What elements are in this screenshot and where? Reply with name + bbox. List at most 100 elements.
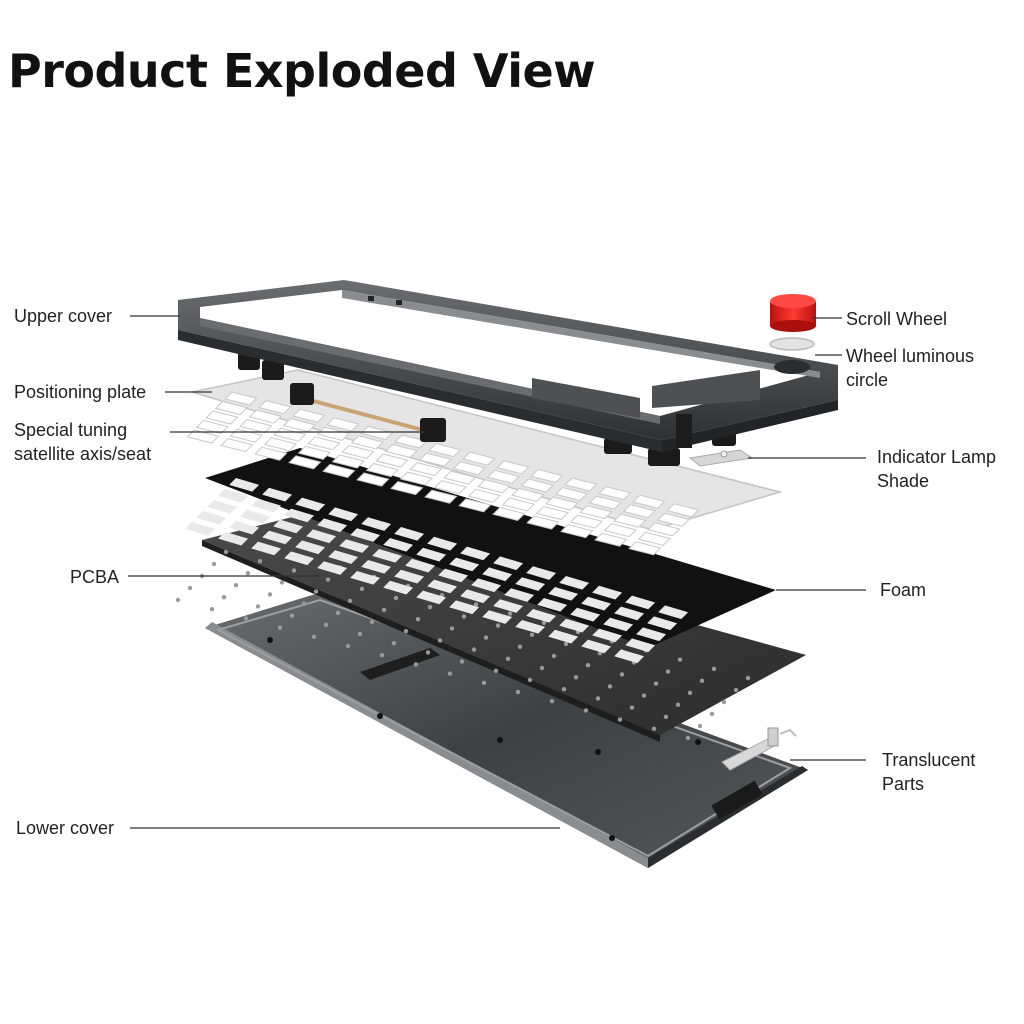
foam-key-hole [196, 511, 226, 525]
pcb-solder-point [392, 641, 396, 645]
pcb-solder-point [608, 684, 612, 688]
scroll-wheel [770, 294, 816, 332]
foam-key-hole [240, 510, 270, 524]
label-wheel-luminous-circle: Wheel luminous circle [846, 344, 974, 392]
label-special-tuning: Special tuning satellite axis/seat [14, 418, 151, 466]
pcb-solder-point [472, 647, 476, 651]
pcb-solder-point [550, 699, 554, 703]
foam-key-hole [185, 522, 215, 536]
label-wheel-luminous-line1: Wheel luminous [846, 344, 974, 368]
pcb-solder-point [278, 625, 282, 629]
pcb-solder-point [540, 666, 544, 670]
pcb-solder-point [664, 715, 668, 719]
pcb-solder-point [380, 653, 384, 657]
pcb-solder-point [700, 679, 704, 683]
pcb-solder-point [666, 669, 670, 673]
label-scroll-wheel: Scroll Wheel [846, 307, 947, 331]
pcb-solder-point [574, 675, 578, 679]
foam-key-hole [207, 500, 237, 514]
pcb-solder-point [404, 629, 408, 633]
pcb-solder-point [292, 568, 296, 572]
pcb-solder-point [698, 724, 702, 728]
pcb-solder-point [428, 605, 432, 609]
pcb-solder-point [460, 659, 464, 663]
pcb-solder-point [302, 601, 306, 605]
pcb-solder-point [508, 611, 512, 615]
pcb-solder-point [234, 583, 238, 587]
label-indicator-line2: Shade [877, 469, 996, 493]
pcb-solder-point [642, 693, 646, 697]
label-special-tuning-line1: Special tuning [14, 418, 151, 442]
pcb-solder-point [224, 550, 228, 554]
pcb-solder-point [382, 608, 386, 612]
pcb-solder-point [484, 635, 488, 639]
pcb-solder-point [678, 657, 682, 661]
pcb-solder-point [324, 623, 328, 627]
label-translucent-line1: Translucent [882, 748, 975, 772]
pcb-solder-point [710, 712, 714, 716]
label-foam: Foam [880, 578, 926, 602]
pcb-solder-point [506, 657, 510, 661]
pcb-solder-point [734, 688, 738, 692]
pcb-solder-point [280, 580, 284, 584]
pcb-solder-point [176, 598, 180, 602]
label-translucent-parts: Translucent Parts [882, 748, 975, 796]
pcb-solder-point [482, 681, 486, 685]
pcb-solder-point [268, 592, 272, 596]
pcb-solder-point [326, 577, 330, 581]
wheel-luminous-circle [770, 338, 814, 350]
label-special-tuning-line2: satellite axis/seat [14, 442, 151, 466]
label-pcba: PCBA [70, 565, 119, 589]
label-translucent-line2: Parts [882, 772, 975, 796]
pcb-solder-point [290, 613, 294, 617]
pcb-solder-point [258, 559, 262, 563]
pcb-solder-point [564, 642, 568, 646]
pcb-solder-point [370, 620, 374, 624]
pcb-solder-point [596, 696, 600, 700]
pcb-solder-point [212, 562, 216, 566]
pcb-solder-point [586, 663, 590, 667]
pcb-solder-point [722, 700, 726, 704]
label-upper-cover: Upper cover [14, 304, 112, 328]
pcb-solder-point [188, 586, 192, 590]
pcb-solder-point [584, 708, 588, 712]
pcb-solder-point [516, 690, 520, 694]
pcb-solder-point [712, 667, 716, 671]
pcb-solder-point [346, 644, 350, 648]
pcb-solder-point [358, 632, 362, 636]
pcb-solder-point [450, 626, 454, 630]
pcb-solder-point [414, 662, 418, 666]
label-indicator-line1: Indicator Lamp [877, 445, 996, 469]
label-wheel-luminous-line2: circle [846, 368, 974, 392]
pcb-solder-point [416, 617, 420, 621]
pcb-solder-point [630, 705, 634, 709]
pcb-solder-point [222, 595, 226, 599]
pcb-solder-point [494, 669, 498, 673]
pcb-solder-point [348, 599, 352, 603]
pcb-solder-point [462, 614, 466, 618]
pcb-solder-point [620, 672, 624, 676]
pcb-solder-point [686, 736, 690, 740]
pcb-solder-point [426, 650, 430, 654]
label-positioning-plate: Positioning plate [14, 380, 146, 404]
pcb-solder-point [652, 727, 656, 731]
pcb-solder-point [496, 623, 500, 627]
pcb-solder-point [518, 645, 522, 649]
pcb-solder-point [688, 691, 692, 695]
label-indicator-lamp-shade: Indicator Lamp Shade [877, 445, 996, 493]
pcb-solder-point [618, 717, 622, 721]
pcb-solder-point [676, 703, 680, 707]
pcb-solder-point [530, 633, 534, 637]
pcb-solder-point [654, 681, 658, 685]
label-lower-cover: Lower cover [16, 816, 114, 840]
pcb-solder-point [314, 589, 318, 593]
pcb-solder-point [562, 687, 566, 691]
pcb-solder-point [438, 638, 442, 642]
pcb-solder-point [360, 587, 364, 591]
indicator-lamp-shade [690, 450, 752, 466]
pcb-solder-point [552, 654, 556, 658]
pcb-solder-point [246, 571, 250, 575]
pcb-solder-point [210, 607, 214, 611]
pcb-solder-point [448, 671, 452, 675]
